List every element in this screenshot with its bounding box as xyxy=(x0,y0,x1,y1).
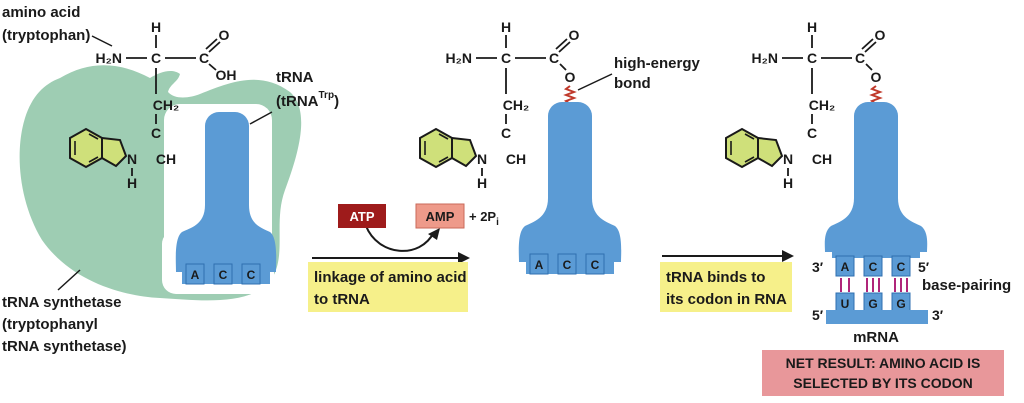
tryptophan-bound-codon: H C H₂N C O O CH₂ C N CH H xyxy=(725,19,886,191)
tryptophan-bound: H C H₂N C O O CH₂ C N CH H xyxy=(419,19,580,191)
step2-caption: its codon in RNA xyxy=(666,291,787,308)
svg-text:C: C xyxy=(199,50,209,66)
synthetase-label: tRNA synthetase) xyxy=(2,338,126,355)
svg-text:N: N xyxy=(127,151,137,167)
anticodon-base: C xyxy=(219,268,228,282)
anticodon-base: A xyxy=(841,260,850,274)
tryptophan-free: H C H₂N C O OH CH₂ C N CH H xyxy=(69,19,237,191)
svg-text:H: H xyxy=(807,19,817,35)
svg-text:H: H xyxy=(501,19,511,35)
svg-text:C: C xyxy=(807,50,817,66)
svg-text:N: N xyxy=(783,151,793,167)
svg-text:C: C xyxy=(855,50,865,66)
amino-acid-label: amino acid xyxy=(2,4,80,21)
svg-text:C: C xyxy=(807,125,817,141)
svg-text:O: O xyxy=(569,27,580,43)
prime-label: 3′ xyxy=(812,259,824,275)
mrna-strand: U G G xyxy=(826,292,928,324)
amino-acid-label: (tryptophan) xyxy=(2,27,90,44)
mrna-label: mRNA xyxy=(853,329,899,346)
high-energy-bond-label: high-energy xyxy=(614,55,700,72)
net-result-box xyxy=(762,350,1004,396)
high-energy-bond-label: bond xyxy=(614,75,651,92)
svg-text:H₂N: H₂N xyxy=(752,50,778,66)
atp-box xyxy=(338,204,386,228)
svg-text:C: C xyxy=(501,50,511,66)
svg-text:N: N xyxy=(477,151,487,167)
step2-caption-box xyxy=(660,262,792,312)
svg-text:H: H xyxy=(477,175,487,191)
anticodon-base: C xyxy=(869,260,878,274)
svg-text:C: C xyxy=(549,50,559,66)
trna-label: tRNA xyxy=(276,69,314,86)
codon-base: G xyxy=(896,297,905,311)
anticodon-base: C xyxy=(591,258,600,272)
trna-molecule: A C C xyxy=(175,112,277,285)
anticodon-base: A xyxy=(535,258,544,272)
svg-text:CH: CH xyxy=(812,151,832,167)
high-energy-bond-icon xyxy=(869,85,883,105)
svg-text:O: O xyxy=(871,69,882,85)
step1-caption: linkage of amino acid xyxy=(314,269,467,286)
synthetase-label: tRNA synthetase xyxy=(2,294,121,311)
svg-text:CH: CH xyxy=(506,151,526,167)
anticodon-base: C xyxy=(897,260,906,274)
atp-label: ATP xyxy=(349,209,374,224)
svg-text:C: C xyxy=(151,50,161,66)
base-pairing-label: base-pairing xyxy=(922,277,1011,294)
svg-text:CH₂: CH₂ xyxy=(503,97,529,113)
trna-label: (tRNATrp) xyxy=(276,90,339,110)
svg-text:O: O xyxy=(565,69,576,85)
high-energy-bond-icon xyxy=(563,85,577,105)
codon-base: G xyxy=(868,297,877,311)
svg-text:OH: OH xyxy=(216,67,237,83)
net-result-text: SELECTED BY ITS CODON xyxy=(793,375,972,391)
svg-text:CH₂: CH₂ xyxy=(153,97,179,113)
svg-text:H₂N: H₂N xyxy=(96,50,122,66)
step1-caption: to tRNA xyxy=(314,291,370,308)
phosphate-label: + 2Pi xyxy=(469,209,499,228)
prime-label: 5′ xyxy=(918,259,930,275)
svg-text:H: H xyxy=(127,175,137,191)
synthetase-label: (tryptophanyl xyxy=(2,316,98,333)
codon-base: U xyxy=(841,297,850,311)
svg-text:CH: CH xyxy=(156,151,176,167)
trna-charged: A C C xyxy=(518,102,622,275)
step2-caption: tRNA binds to xyxy=(666,269,765,286)
anticodon-base: C xyxy=(247,268,256,282)
net-result-text: NET RESULT: AMINO ACID IS xyxy=(786,355,981,371)
amp-box xyxy=(415,203,465,229)
trna-codon-paired: A C C xyxy=(824,102,928,277)
amp-label: AMP xyxy=(426,209,455,224)
anticodon-base: C xyxy=(563,258,572,272)
svg-text:C: C xyxy=(151,125,161,141)
step1-caption-box xyxy=(308,262,468,312)
svg-text:O: O xyxy=(219,27,230,43)
svg-text:C: C xyxy=(501,125,511,141)
svg-text:H₂N: H₂N xyxy=(446,50,472,66)
anticodon-base: A xyxy=(191,268,200,282)
base-pair-lines xyxy=(840,278,908,292)
svg-text:H: H xyxy=(151,19,161,35)
svg-text:CH₂: CH₂ xyxy=(809,97,835,113)
svg-text:O: O xyxy=(875,27,886,43)
prime-label: 3′ xyxy=(932,307,944,323)
svg-text:H: H xyxy=(783,175,793,191)
prime-label: 5′ xyxy=(812,307,824,323)
